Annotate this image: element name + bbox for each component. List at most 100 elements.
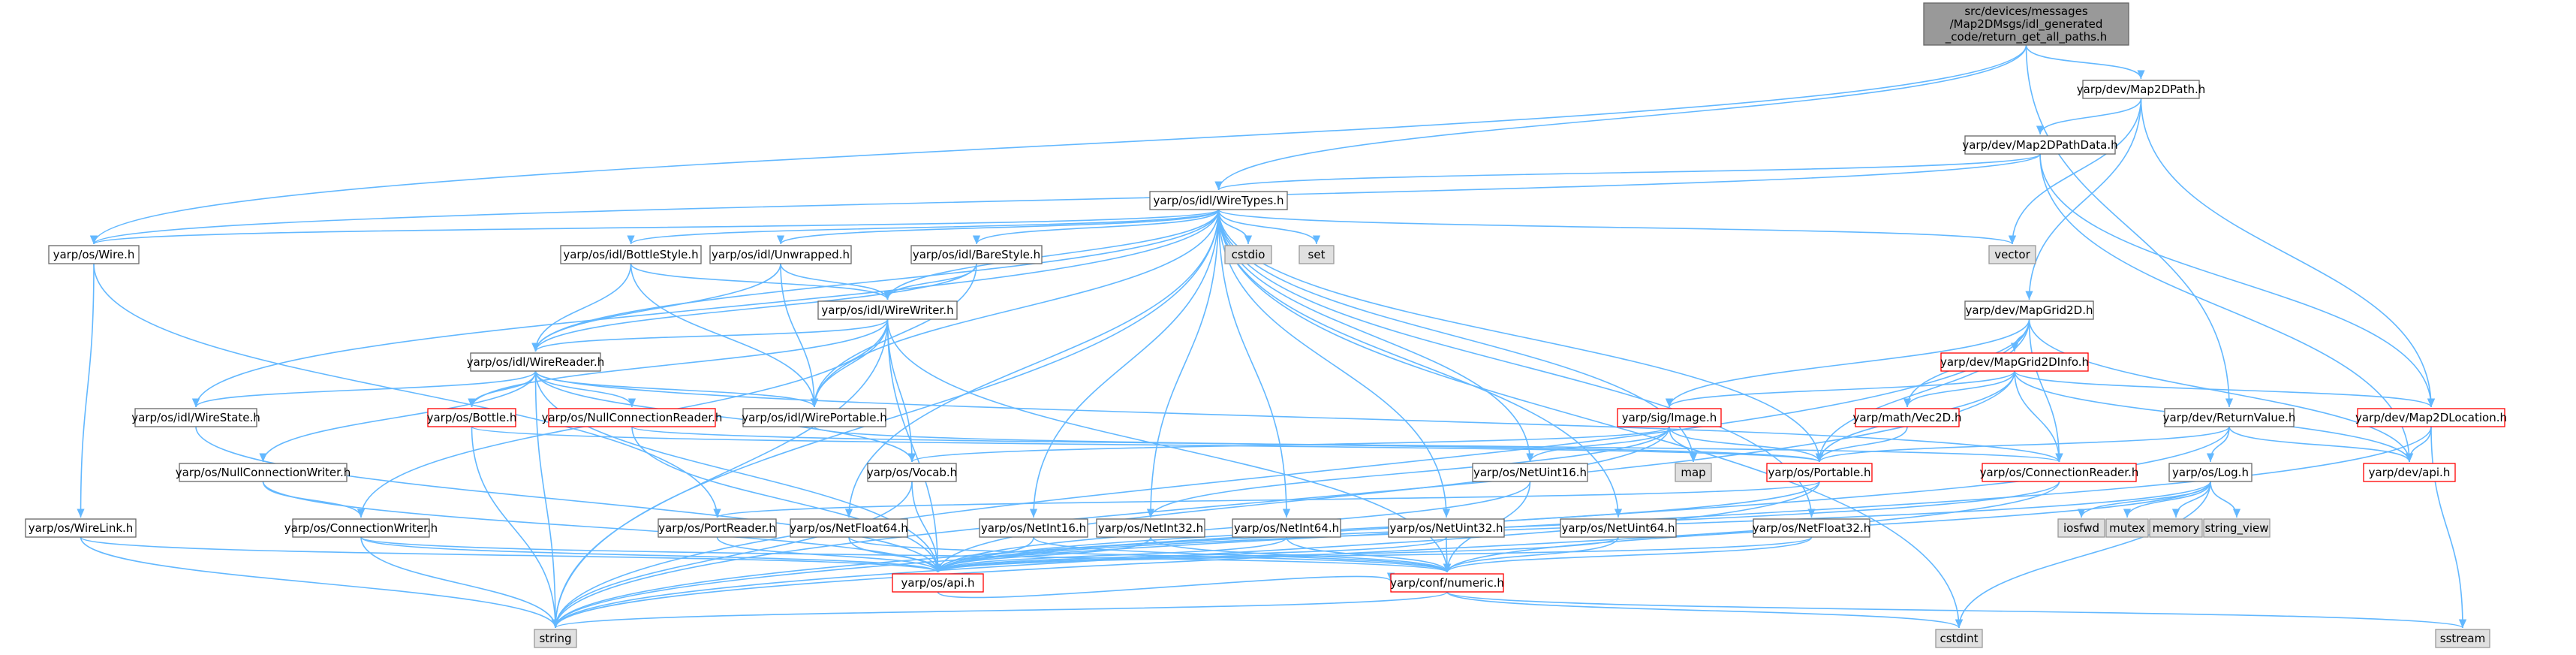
node-nullconnreader[interactable]: yarp/os/NullConnectionReader.h: [542, 408, 723, 427]
edge-root-to-map2dpath: [2025, 44, 2145, 80]
node-label: yarp/os/NetUint64.h: [1561, 521, 1675, 535]
node-map2dpathdata[interactable]: yarp/dev/Map2DPathData.h: [1962, 135, 2118, 155]
edge-numeric-to-sstream: [1446, 591, 2466, 629]
node-netuint16[interactable]: yarp/os/NetUint16.h: [1472, 463, 1588, 482]
node-box: [2164, 408, 2295, 427]
node-box: [790, 518, 908, 538]
node-wirestate[interactable]: yarp/os/idl/WireState.h: [131, 408, 260, 427]
edge-mapgrid2dinfo-to-image: [1666, 370, 2015, 408]
node-string: string: [534, 629, 577, 648]
edge-nullconnreader-to-osapi: [631, 426, 942, 573]
node-label: vector: [1994, 248, 2030, 261]
node-label: yarp/os/idl/BareStyle.h: [913, 248, 1040, 261]
node-label: mutex: [2109, 521, 2145, 535]
edge-wiretypes-to-netint64: [1217, 209, 1291, 518]
node-bottle[interactable]: yarp/os/Bottle.h: [427, 408, 517, 427]
node-box: [1753, 518, 1870, 538]
node-label: yarp/os/idl/BottleStyle.h: [563, 248, 698, 261]
node-box: [2168, 463, 2252, 482]
edge-wirewriter-to-wirereader: [531, 318, 889, 352]
node-vocab[interactable]: yarp/os/Vocab.h: [867, 463, 957, 482]
node-image[interactable]: yarp/sig/Image.h: [1617, 408, 1722, 427]
node-netint16[interactable]: yarp/os/NetInt16.h: [979, 518, 1088, 538]
node-barestyle[interactable]: yarp/os/idl/BareStyle.h: [910, 245, 1043, 264]
node-mutex: mutex: [2105, 518, 2149, 538]
edge-wiretypes-to-unwrapped: [777, 209, 1220, 245]
node-label: yarp/os/Wire.h: [53, 248, 135, 261]
node-box: [134, 408, 257, 427]
edge-wiretypes-to-wire: [90, 209, 1220, 245]
node-box: [470, 352, 601, 372]
edge-portreader-to-osapi: [716, 536, 942, 573]
node-label: memory: [2153, 521, 2200, 535]
node-label: yarp/os/Vocab.h: [867, 466, 957, 479]
node-label: yarp/os/ConnectionReader.h: [1980, 466, 2139, 479]
edge-wiretypes-to-netint32: [1146, 209, 1220, 518]
node-netfloat32[interactable]: yarp/os/NetFloat32.h: [1753, 518, 1871, 538]
edge-mapgrid2d-to-image: [1665, 318, 2030, 408]
node-wiretypes[interactable]: yarp/os/idl/WireTypes.h: [1149, 191, 1288, 210]
node-box: [2363, 463, 2456, 482]
edge-barestyle-to-wirewriter: [883, 263, 977, 300]
node-unwrapped[interactable]: yarp/os/idl/Unwrapped.h: [709, 245, 852, 264]
node-box: [1982, 463, 2137, 482]
node-label: yarp/os/Bottle.h: [427, 411, 517, 424]
node-cstdio: cstdio: [1224, 245, 1272, 264]
node-mapgrid2d[interactable]: yarp/dev/MapGrid2D.h: [1964, 300, 2094, 320]
edge-mapgrid2d-to-devapi: [2028, 318, 2414, 463]
edge-barestyle-to-wireportable: [810, 263, 977, 408]
node-netfloat64[interactable]: yarp/os/NetFloat64.h: [790, 518, 908, 538]
node-map2dpath[interactable]: yarp/dev/Map2DPath.h: [2077, 80, 2205, 99]
node-netint32[interactable]: yarp/os/NetInt32.h: [1096, 518, 1205, 538]
node-wirewriter[interactable]: yarp/os/idl/WireWriter.h: [817, 300, 958, 320]
node-portable[interactable]: yarp/os/Portable.h: [1766, 463, 1873, 482]
node-connreader[interactable]: yarp/os/ConnectionReader.h: [1980, 463, 2139, 482]
node-label: /Map2DMsgs/idl_generated: [1950, 17, 2103, 32]
node-box: [534, 629, 577, 648]
node-log[interactable]: yarp/os/Log.h: [2168, 463, 2252, 482]
node-returnvalue[interactable]: yarp/dev/ReturnValue.h: [2163, 408, 2296, 427]
node-label: string_view: [2204, 521, 2268, 536]
node-box: [1855, 408, 1960, 427]
node-box: [742, 408, 886, 427]
edge-connreader-to-string: [552, 481, 2060, 629]
edge-wirelink-to-osapi: [80, 536, 942, 573]
node-root[interactable]: src/devices/messages/Map2DMsgs/idl_gener…: [1923, 2, 2129, 46]
node-connwriter[interactable]: yarp/os/ConnectionWriter.h: [284, 518, 438, 538]
edge-wirestate-to-osapi: [195, 426, 942, 573]
edge-root-to-wire: [90, 44, 2027, 245]
edge-wirereader-to-wirestate: [192, 370, 537, 408]
node-box: [2105, 518, 2149, 538]
node-label: src/devices/messages: [1964, 5, 2088, 18]
node-wireportable[interactable]: yarp/os/idl/WirePortable.h: [742, 408, 887, 427]
node-map2dlocation[interactable]: yarp/dev/Map2DLocation.h: [2355, 408, 2507, 427]
node-vec2d[interactable]: yarp/math/Vec2D.h: [1853, 408, 1962, 427]
node-netint64[interactable]: yarp/os/NetInt64.h: [1232, 518, 1341, 538]
node-netuint64[interactable]: yarp/os/NetUint64.h: [1560, 518, 1677, 538]
node-wirereader[interactable]: yarp/os/idl/WireReader.h: [467, 352, 605, 372]
node-portreader[interactable]: yarp/os/PortReader.h: [658, 518, 777, 538]
node-osapi[interactable]: yarp/os/api.h: [892, 573, 984, 593]
node-box: [1299, 245, 1335, 264]
node-devapi[interactable]: yarp/dev/api.h: [2363, 463, 2456, 482]
node-mapgrid2dinfo[interactable]: yarp/dev/MapGrid2DInfo.h: [1940, 352, 2089, 372]
node-nullconnwriter[interactable]: yarp/os/NullConnectionWriter.h: [176, 463, 351, 482]
node-box: [910, 245, 1043, 264]
node-label: yarp/sig/Image.h: [1622, 411, 1717, 424]
node-numeric[interactable]: yarp/conf/numeric.h: [1390, 573, 1504, 593]
edge-returnvalue-to-devapi: [2228, 426, 2414, 463]
node-box: [1472, 463, 1588, 482]
node-label: yarp/dev/MapGrid2DInfo.h: [1940, 355, 2089, 369]
edge-wiretypes-to-wirewriter: [883, 209, 1220, 300]
node-bottlestyle[interactable]: yarp/os/idl/BottleStyle.h: [560, 245, 702, 264]
graph-edges: [77, 44, 2467, 629]
edge-returnvalue-to-log: [2206, 426, 2230, 463]
node-netuint32[interactable]: yarp/os/NetUint32.h: [1388, 518, 1505, 538]
edge-wirelink-to-string: [80, 536, 559, 629]
edge-mapgrid2dinfo-to-map2dlocation: [2014, 370, 2435, 408]
node-wirelink[interactable]: yarp/os/WireLink.h: [25, 518, 137, 538]
node-wire[interactable]: yarp/os/Wire.h: [48, 245, 140, 264]
node-label: yarp/os/idl/WireState.h: [131, 411, 260, 424]
node-box: [1964, 300, 2094, 320]
edge-wirereader-to-connreader: [534, 370, 2063, 463]
